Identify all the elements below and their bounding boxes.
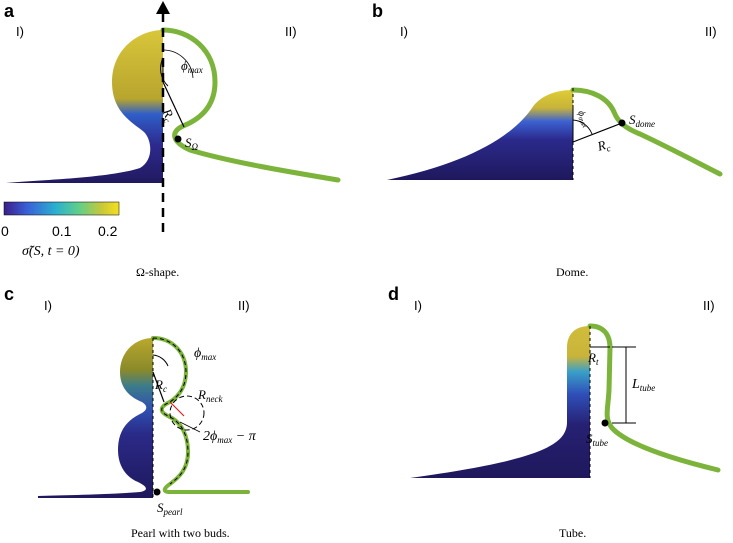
panel-c-rc-label: Rc (154, 377, 167, 394)
panel-d-rt-label: Rt (587, 350, 599, 367)
panel-b-radius-line (572, 122, 623, 143)
panel-a-axis-arrow (156, 1, 170, 14)
panel-b-caption: Dome. (556, 265, 588, 279)
panel-d-s-point (601, 419, 609, 427)
colorbar-tick-2: 0.2 (98, 223, 118, 239)
panel-d-letter: d (388, 284, 399, 304)
panel-c-side-left: I) (44, 298, 52, 313)
panel-a-letter: a (4, 1, 15, 21)
panel-a: a I) II) ϕmax Rc SΩ 0 0.1 0.2 σ̃(S, t = … (1, 1, 341, 279)
panel-a-radius-line (162, 81, 185, 128)
colorbar (3, 201, 120, 216)
panel-b-rc-label: Rc (595, 136, 612, 156)
panel-d-s-label: Stube (586, 431, 608, 448)
panel-c-shape-left (38, 338, 153, 498)
panel-b-s-point (618, 119, 626, 127)
panel-c-neck-circle (169, 395, 205, 431)
panel-a-s-point (174, 135, 182, 143)
panel-b-side-left: I) (400, 24, 408, 39)
panel-a-phi-label: ϕmax (181, 58, 203, 75)
panel-b-contour-right (570, 87, 723, 177)
panel-c-letter: c (4, 284, 14, 304)
panel-a-side-right: II) (285, 24, 297, 39)
panel-c-angle-arc (152, 354, 169, 367)
panel-b-angle-arc (572, 119, 593, 135)
panel-d-ltube-label: Ltube (631, 377, 655, 393)
panel-b-phi-label: ϕmax (574, 109, 592, 130)
panel-a-angle-arc (160, 57, 169, 87)
panel-a-shape-left (6, 30, 163, 183)
panel-a-caption: Ω-shape. (136, 265, 179, 279)
panel-c-caption: Pearl with two buds. (131, 526, 230, 540)
panel-a-contour-right (160, 27, 341, 183)
colorbar-tick-1: 0.1 (52, 223, 72, 239)
panel-b-letter: b (372, 1, 383, 21)
panel-c-pointer (179, 421, 201, 433)
panel-d-side-right: II) (703, 298, 715, 313)
panel-c-angle-label: 2ϕmax − π (203, 429, 257, 445)
panel-b-shape-left (387, 90, 573, 180)
panel-b: b I) II) ϕmax Rc Sdome Dome. (372, 1, 723, 279)
panel-d-caption: Tube. (559, 526, 586, 540)
panel-c-phi-label: ϕmax (194, 346, 216, 362)
panel-c-radius-line (152, 371, 165, 403)
colorbar-label: σ̃(S, t = 0) (22, 244, 80, 259)
panel-c-side-right: II) (238, 298, 250, 313)
panel-c: c I) II) ϕmax Rc Rneck 2ϕmax − π Spearl … (4, 284, 257, 540)
colorbar-tick-0: 0 (1, 223, 9, 239)
panel-a-s-label: SΩ (185, 135, 199, 152)
panel-b-side-right: II) (705, 24, 717, 39)
panel-c-s-label: Spearl (157, 500, 183, 517)
panel-d: d I) II) Rt Ltube Stube Tube. (388, 284, 721, 540)
panel-c-rneck-label: Rneck (197, 387, 223, 404)
panel-c-s-point (153, 488, 161, 496)
panel-d-side-left: I) (414, 298, 422, 313)
panel-c-neck-line (169, 401, 185, 417)
panel-c-contour-dashed (152, 337, 189, 485)
panel-b-s-label: Sdome (629, 112, 655, 129)
panel-a-side-left: I) (16, 24, 24, 39)
panel-d-shape-left (410, 326, 590, 478)
panel-d-contour-right (587, 323, 721, 473)
panel-a-angle-arc-outer (162, 49, 194, 79)
